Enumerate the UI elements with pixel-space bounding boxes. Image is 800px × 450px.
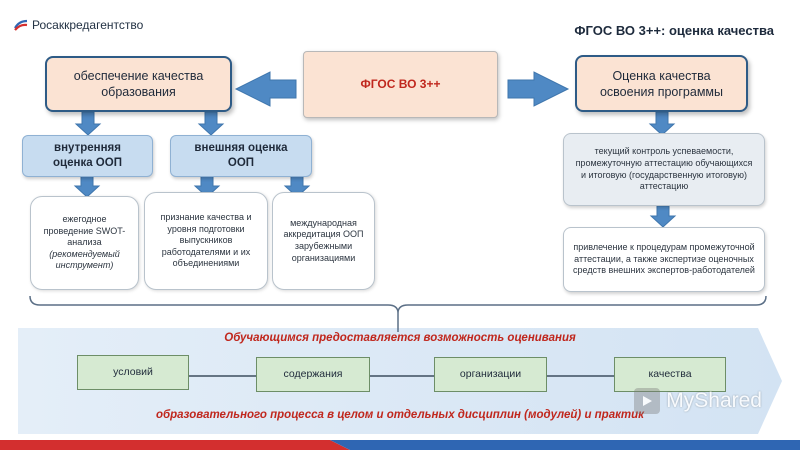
arrow-right <box>507 71 570 107</box>
watermark-text: MyShared <box>666 389 762 412</box>
arrow-down-1 <box>74 111 102 136</box>
bottom-stripe-blue <box>330 440 800 450</box>
box-control-attestation: текущий контроль успеваемости, промежуто… <box>563 133 765 206</box>
arrow-down-2 <box>197 111 225 136</box>
box-internal-assessment: внутренняя оценка ООП <box>22 135 153 177</box>
bottom-stripe-red <box>0 440 350 450</box>
box-external-experts: привлечение к процедурам промежуточной а… <box>563 227 765 292</box>
logo: Росаккредагентство <box>14 18 143 32</box>
arrow-down-7 <box>649 205 677 228</box>
box-quality-assurance: обеспечение качества образования <box>45 56 232 112</box>
logo-text: Росаккредагентство <box>32 18 144 32</box>
arrow-left <box>234 71 297 107</box>
band-top-text: Обучающимся предоставляется возможность … <box>224 332 576 344</box>
swot-text: ежегодное проведение SWOT-анализа <box>43 214 126 248</box>
item-quality: качества <box>614 357 726 392</box>
arrow-down-3 <box>648 111 676 136</box>
swot-note: (рекомендуемый инструмент) <box>49 248 120 271</box>
box-swot: ежегодное проведение SWOT-анализа (реком… <box>30 196 139 290</box>
item-conditions: условий <box>77 355 189 390</box>
band-bottom-text: образовательного процесса в целом и отде… <box>155 409 645 421</box>
box-international-accreditation: международная аккредитация ООП зарубежны… <box>272 192 375 290</box>
box-program-assessment: Оценка качества освоения программы <box>575 55 748 112</box>
box-external-assessment: внешняя оценка ООП <box>170 135 312 177</box>
watermark-play-icon <box>634 388 661 414</box>
slide-title: ФГОС ВО 3++: оценка качества <box>574 23 774 38</box>
box-employer-recognition: признание качества и уровня подготовки в… <box>144 192 268 290</box>
brace <box>29 295 767 314</box>
item-organization: организации <box>434 357 547 392</box>
box-fgos-center: ФГОС ВО 3++ <box>303 51 498 118</box>
arrow-down-6 <box>283 175 311 198</box>
item-content: содержания <box>256 357 370 392</box>
arrow-down-5 <box>193 175 221 198</box>
watermark: MyShared <box>634 388 762 414</box>
logo-mark-icon <box>14 19 28 31</box>
arrow-down-4 <box>73 175 101 198</box>
band-arrow-shape <box>18 328 782 434</box>
